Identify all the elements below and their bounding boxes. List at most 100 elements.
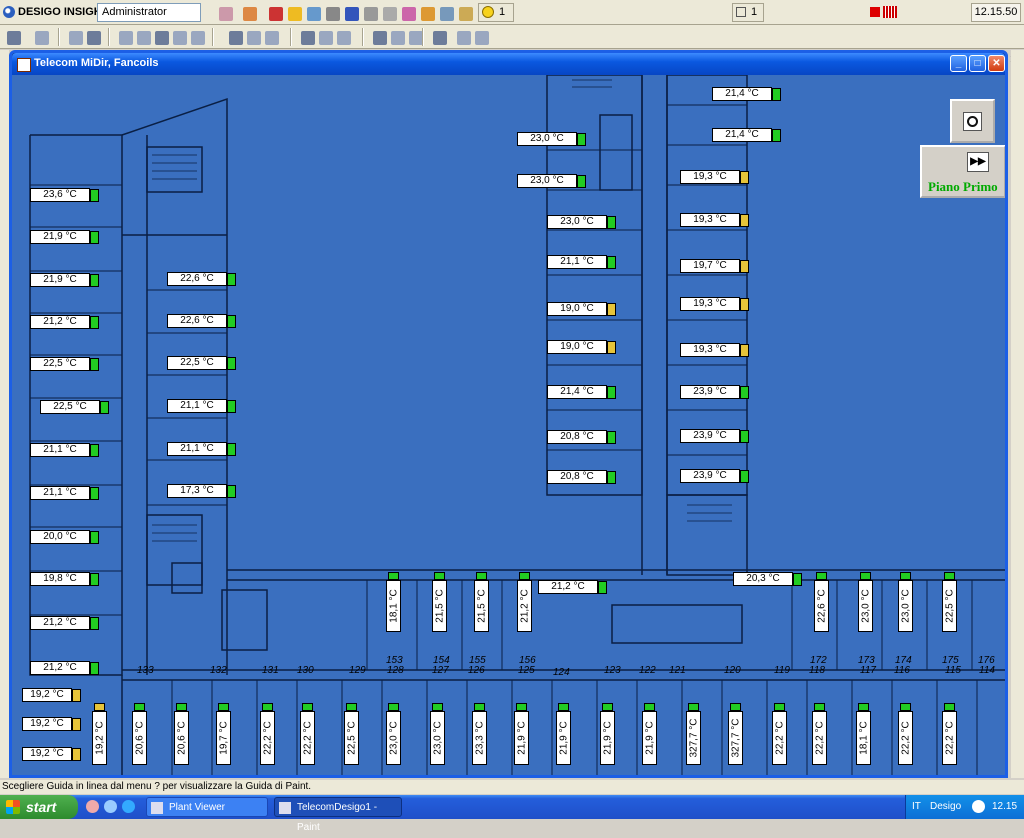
maximize-button[interactable]: □ (969, 55, 986, 72)
temperature-readout-vertical[interactable]: 23,0 °C (386, 711, 401, 765)
temperature-readout[interactable]: 21,9 °C (30, 273, 90, 287)
temperature-readout-vertical[interactable]: 22,2 °C (300, 711, 315, 765)
fancoil-status-indicator[interactable] (598, 580, 607, 594)
station-counter[interactable]: 1 (732, 3, 764, 22)
fancoil-status-indicator[interactable] (90, 273, 99, 287)
temperature-readout[interactable]: 22,5 °C (30, 357, 90, 371)
temperature-readout-vertical[interactable]: 21,9 °C (600, 711, 615, 765)
fancoil-status-indicator[interactable] (607, 430, 616, 444)
fancoil-status-indicator[interactable] (218, 703, 229, 711)
zoom-panel[interactable] (950, 99, 995, 143)
tray-app-label[interactable]: Desigo (930, 801, 962, 812)
fancoil-status-indicator[interactable] (90, 572, 99, 586)
graphics-tool-icon[interactable] (334, 28, 352, 46)
fancoil-status-indicator[interactable] (740, 429, 749, 443)
fancoil-status-indicator[interactable] (176, 703, 187, 711)
toolbar-tool-icon[interactable] (380, 4, 398, 22)
graphics-tool-icon[interactable] (170, 28, 188, 46)
temperature-readout-vertical[interactable]: 23,0 °C (430, 711, 445, 765)
fancoil-status-indicator[interactable] (90, 661, 99, 675)
fancoil-status-indicator[interactable] (72, 688, 81, 702)
fancoil-status-indicator[interactable] (688, 703, 699, 711)
fancoil-status-indicator[interactable] (814, 703, 825, 711)
graphics-tool-icon[interactable] (226, 28, 244, 46)
next-floor-panel[interactable]: ▶▶ Piano Primo (920, 145, 1005, 198)
fancoil-status-indicator[interactable] (607, 340, 616, 354)
fancoil-status-indicator[interactable] (644, 703, 655, 711)
toolbar-tool-icon[interactable] (342, 4, 360, 22)
close-button[interactable]: ✕ (988, 55, 1005, 72)
alarm-bell-icon[interactable] (870, 5, 900, 19)
fancoil-status-indicator[interactable] (90, 188, 99, 202)
temperature-readout[interactable]: 20,8 °C (547, 430, 607, 444)
fancoil-status-indicator[interactable] (602, 703, 613, 711)
fancoil-status-indicator[interactable] (90, 616, 99, 630)
ie-icon[interactable] (122, 800, 135, 813)
temperature-readout[interactable]: 23,0 °C (547, 215, 607, 229)
temperature-readout[interactable]: 22,6 °C (167, 272, 227, 286)
fancoil-status-indicator[interactable] (227, 314, 236, 328)
temperature-readout[interactable]: 21,2 °C (30, 315, 90, 329)
temperature-readout[interactable]: 19,3 °C (680, 170, 740, 184)
toolbar-tool-icon[interactable] (304, 4, 322, 22)
temperature-readout-vertical[interactable]: 19,2 °C (92, 711, 107, 765)
temperature-readout-vertical[interactable]: 21,5 °C (474, 580, 489, 632)
graphics-tool-icon[interactable] (472, 28, 490, 46)
alarm-counter[interactable]: 1 (478, 3, 514, 22)
fancoil-status-indicator[interactable] (227, 356, 236, 370)
fancoil-status-indicator[interactable] (432, 703, 443, 711)
toolbar-tool-icon[interactable] (456, 4, 474, 22)
graphics-tool-icon[interactable] (116, 28, 134, 46)
temperature-readout-vertical[interactable]: 21,2 °C (517, 580, 532, 632)
temperature-readout-vertical[interactable]: 22,2 °C (812, 711, 827, 765)
temperature-readout[interactable]: 23,6 °C (30, 188, 90, 202)
temperature-readout[interactable]: 21,1 °C (167, 442, 227, 456)
toolbar-tool-icon[interactable] (399, 4, 417, 22)
temperature-readout-vertical[interactable]: 23,0 °C (898, 580, 913, 632)
toolbar-tool-icon[interactable] (418, 4, 436, 22)
fancoil-status-indicator[interactable] (516, 703, 527, 711)
fancoil-status-indicator[interactable] (90, 315, 99, 329)
fancoil-status-indicator[interactable] (134, 703, 145, 711)
fancoil-status-indicator[interactable] (90, 530, 99, 544)
temperature-readout-vertical[interactable]: 22,2 °C (942, 711, 957, 765)
fancoil-status-indicator[interactable] (577, 174, 586, 188)
tray-back-icon[interactable] (972, 800, 985, 813)
temperature-readout[interactable]: 17,3 °C (167, 484, 227, 498)
graphics-tool-icon[interactable] (188, 28, 206, 46)
user-field[interactable]: Administrator (97, 3, 201, 22)
fancoil-status-indicator[interactable] (607, 470, 616, 484)
language-indicator[interactable]: IT (912, 801, 921, 812)
temperature-readout[interactable]: 23,9 °C (680, 429, 740, 443)
temperature-readout[interactable]: 19,2 °C (22, 747, 72, 761)
background-scrollbar[interactable] (1011, 50, 1024, 778)
fancoil-status-indicator[interactable] (858, 703, 869, 711)
toolbar-tool-icon[interactable] (437, 4, 455, 22)
fancoil-status-indicator[interactable] (793, 572, 802, 586)
temperature-readout[interactable]: 22,5 °C (167, 356, 227, 370)
fancoil-status-indicator[interactable] (519, 572, 530, 580)
fancoil-status-indicator[interactable] (388, 703, 399, 711)
temperature-readout-vertical[interactable]: 18,1 °C (856, 711, 871, 765)
graphics-tool-icon[interactable] (4, 28, 22, 46)
fancoil-status-indicator[interactable] (302, 703, 313, 711)
fancoil-status-indicator[interactable] (94, 703, 105, 711)
fancoil-status-indicator[interactable] (607, 385, 616, 399)
temperature-readout-vertical[interactable]: 21,9 °C (514, 711, 529, 765)
graphics-tool-icon[interactable] (66, 28, 84, 46)
toolbar-tool-icon[interactable] (285, 4, 303, 22)
temperature-readout-vertical[interactable]: 21,9 °C (642, 711, 657, 765)
fancoil-status-indicator[interactable] (90, 357, 99, 371)
fancoil-status-indicator[interactable] (740, 259, 749, 273)
temperature-readout[interactable]: 19,0 °C (547, 302, 607, 316)
temperature-readout-vertical[interactable]: 23,0 °C (858, 580, 873, 632)
temperature-readout-vertical[interactable]: 23,3 °C (472, 711, 487, 765)
temperature-readout[interactable]: 23,0 °C (517, 174, 577, 188)
fancoil-status-indicator[interactable] (474, 703, 485, 711)
fancoil-status-indicator[interactable] (900, 572, 911, 580)
task-plant-viewer[interactable]: Plant Viewer (146, 797, 268, 817)
fancoil-status-indicator[interactable] (740, 343, 749, 357)
graphics-tool-icon[interactable] (262, 28, 280, 46)
minimize-button[interactable]: _ (950, 55, 967, 72)
fancoil-status-indicator[interactable] (816, 572, 827, 580)
